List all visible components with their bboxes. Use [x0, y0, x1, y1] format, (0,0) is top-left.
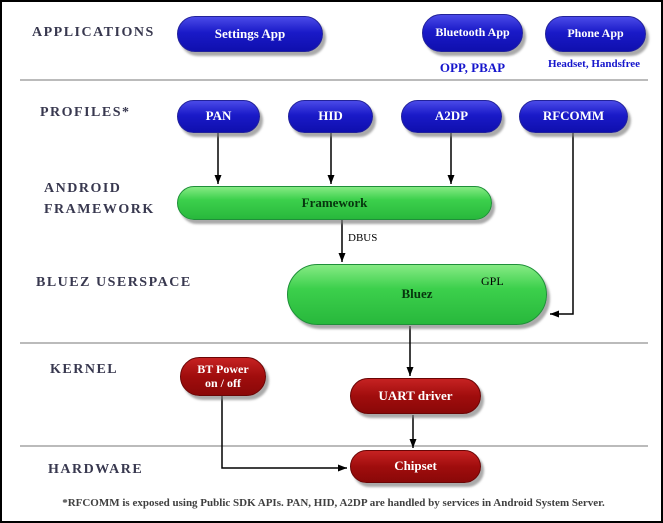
layer-label-hardware: HARDWARE: [48, 462, 144, 477]
node-phone-app: Phone App: [545, 16, 646, 52]
node-bluetooth-app: Bluetooth App: [422, 14, 523, 52]
node-hid: HID: [288, 100, 373, 133]
node-bt-power: BT Power on / off: [180, 357, 266, 396]
arrow-btpower-to-chipset: [221, 396, 347, 472]
node-a2dp: A2DP: [401, 100, 502, 133]
layer-label-android-framework: ANDROID FRAMEWORK: [44, 181, 155, 217]
phone-app-profiles-label: Headset, Handsfree: [547, 58, 641, 70]
arrow-rfcomm-to-bluez: [550, 133, 574, 318]
node-chipset: Chipset: [350, 450, 481, 483]
bluetooth-app-profiles-label: OPP, PBAP: [439, 60, 506, 75]
node-bluez: Bluez: [287, 264, 547, 325]
layer-label-profiles: PROFILES*: [40, 105, 131, 120]
node-framework: Framework: [177, 186, 492, 220]
dbus-edge-label: DBUS: [348, 232, 378, 244]
node-pan: PAN: [177, 100, 260, 133]
layer-label-bluez-userspace: BLUEZ USERSPACE: [36, 275, 192, 290]
node-uart-driver: UART driver: [350, 378, 481, 414]
footnote: *RFCOMM is exposed using Public SDK APIs…: [62, 497, 605, 509]
layer-label-applications: APPLICATIONS: [32, 25, 155, 40]
bluez-gpl-label: GPL: [481, 274, 504, 288]
node-rfcomm: RFCOMM: [519, 100, 628, 133]
layer-label-kernel: KERNEL: [50, 362, 119, 377]
node-settings-app: Settings App: [177, 16, 323, 52]
